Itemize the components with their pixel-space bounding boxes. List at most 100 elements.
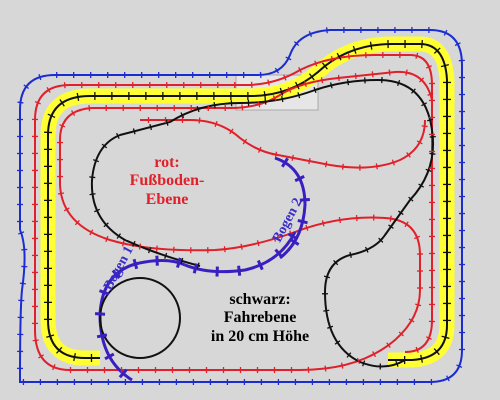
track-tie — [242, 138, 248, 145]
track-tie — [104, 352, 115, 361]
track-tie — [389, 215, 392, 222]
track-tie — [418, 77, 425, 83]
track-tie — [46, 87, 51, 93]
track-tie — [364, 246, 369, 253]
track-tie — [94, 208, 101, 213]
track-tie — [415, 52, 419, 59]
track-tie — [287, 232, 298, 241]
track-tie — [321, 220, 325, 227]
track-tie — [19, 282, 26, 285]
elevated-label-line-2: Fahrebene — [223, 309, 297, 327]
track-tie — [443, 29, 448, 36]
track-tie — [147, 247, 152, 254]
track-tie — [305, 224, 309, 231]
track-tie — [337, 74, 340, 81]
track-tie — [415, 303, 422, 307]
track-tie — [281, 157, 289, 168]
track-tie — [324, 161, 328, 168]
track-tie — [308, 157, 311, 165]
track-tie — [88, 105, 91, 112]
red-inner-curve — [140, 119, 426, 169]
track-tie — [429, 152, 436, 155]
track-tie — [34, 101, 41, 105]
elevated-level-label: schwarz: Fahrebene in 20 cm Höhe — [190, 291, 330, 346]
track-tie — [294, 81, 300, 90]
track-tie — [293, 41, 300, 47]
track-tie — [388, 69, 391, 76]
track-tie — [272, 95, 277, 102]
track-tie — [330, 56, 334, 63]
track-tie — [192, 263, 199, 274]
track-tie — [330, 82, 333, 89]
track-tie — [388, 224, 394, 229]
track-tie — [410, 88, 416, 94]
track-tie — [164, 252, 168, 259]
track-tie — [121, 240, 125, 247]
track-tie — [98, 289, 110, 296]
track-tie — [391, 159, 395, 166]
track-tie — [138, 243, 142, 250]
track-tie — [408, 318, 415, 323]
track-tie — [180, 257, 184, 265]
track-tie — [281, 96, 284, 103]
track-tie — [103, 222, 109, 228]
track-tie — [294, 175, 305, 183]
floor-label-line-1: rot: — [154, 154, 180, 171]
track-tie — [116, 132, 120, 139]
track-tie — [326, 27, 328, 34]
track-tie — [258, 146, 262, 153]
track-tie — [340, 362, 344, 369]
track-tie — [369, 41, 373, 50]
track-tie — [320, 77, 324, 84]
elevated-label-line-3: in 20 cm Höhe — [210, 327, 310, 345]
track-ties — [17, 27, 466, 386]
track-tie — [314, 60, 318, 67]
track-tie — [74, 219, 80, 226]
track-tie — [356, 357, 361, 364]
track-tie — [371, 71, 374, 78]
track-tie — [155, 245, 158, 252]
track-tie — [176, 257, 182, 268]
black-inner-loop — [99, 277, 181, 359]
track-tie — [17, 101, 24, 104]
track-tie — [441, 335, 450, 340]
track-tie — [32, 339, 39, 342]
track-tie — [241, 104, 244, 111]
track-tie — [313, 86, 317, 94]
track-tie — [256, 240, 260, 247]
track-tie — [287, 86, 292, 93]
track-tie — [274, 248, 284, 259]
track-tie — [92, 159, 100, 163]
track-tie — [63, 207, 70, 212]
track-tie — [240, 243, 243, 250]
track-tie — [256, 259, 264, 271]
track-tie — [425, 65, 432, 69]
black-inner-track — [90, 102, 241, 267]
track-tie — [427, 92, 434, 96]
track-tie — [23, 84, 29, 90]
track-tie — [38, 74, 42, 81]
track-tie — [308, 30, 313, 38]
track-tie — [96, 333, 108, 339]
bogen-1-connector — [184, 231, 297, 274]
track-tie — [283, 74, 287, 81]
track-tie — [433, 47, 441, 54]
floor-level-label: rot: Fußboden- Ebene — [118, 154, 216, 209]
track-tie — [274, 67, 280, 74]
track-tie — [425, 336, 432, 340]
track-tie — [404, 221, 409, 228]
track-tie — [420, 354, 423, 363]
track-tie — [59, 99, 65, 107]
track-tie — [263, 91, 266, 100]
track-tie — [237, 265, 242, 276]
track-tie — [433, 348, 440, 356]
track-tie — [416, 140, 423, 145]
track-tie — [299, 198, 310, 202]
track-tie — [229, 128, 234, 135]
track-tie — [405, 69, 408, 76]
track-tie — [223, 246, 226, 253]
track-tie — [118, 368, 128, 379]
track-tie — [346, 79, 350, 86]
track-tie — [289, 237, 300, 246]
track-tie — [213, 102, 216, 109]
